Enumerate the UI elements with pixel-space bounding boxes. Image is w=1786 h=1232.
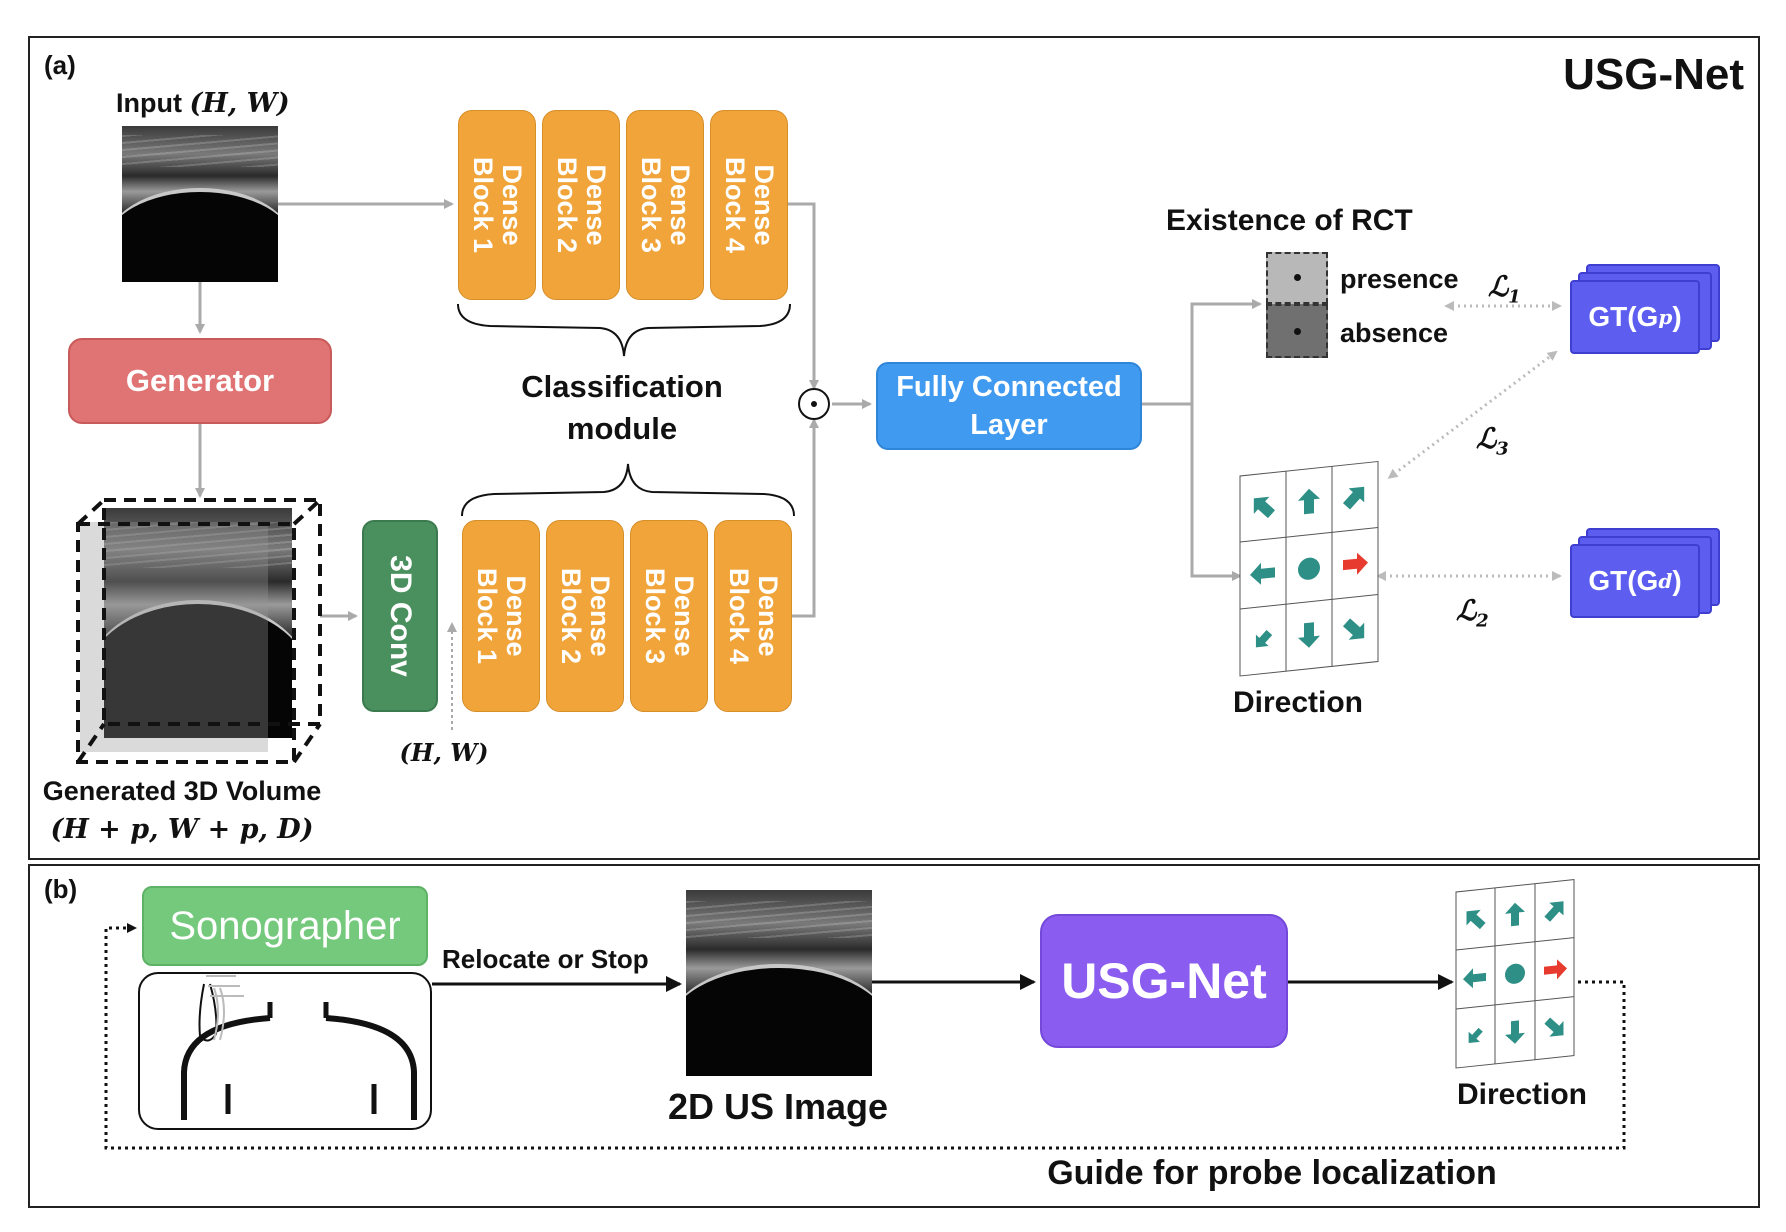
dense-block-3-top: Dense Block 3 xyxy=(626,110,704,300)
dense-block-2-bottom: Dense Block 2 xyxy=(546,520,624,712)
down-right-arrow-icon xyxy=(1342,618,1365,640)
up-right-arrow-icon xyxy=(1342,486,1365,510)
direction-label-b: Direction xyxy=(1456,1078,1588,1111)
up-arrow-icon xyxy=(1298,488,1320,515)
us-image-2d xyxy=(686,890,872,1076)
dense-block-1-bottom: Dense Block 1 xyxy=(462,520,540,712)
volume-label: Generated 3D Volume xyxy=(42,776,322,806)
dense-block-1-top: Dense Block 1 xyxy=(458,110,536,300)
right-arrow-icon xyxy=(1343,552,1368,575)
flow-arrows xyxy=(195,199,1262,621)
dense-block-3-bottom: Dense Block 3 xyxy=(630,520,708,712)
dense-block-4-top: Dense Block 4 xyxy=(710,110,788,300)
volume-dims: (H + p, W + p, D) xyxy=(50,814,314,845)
absence-label: absence xyxy=(1340,318,1449,348)
direction-label-a: Direction xyxy=(1232,686,1364,719)
panel-b-label: (b) xyxy=(44,874,78,904)
probe-icon xyxy=(198,983,218,1042)
presence-label: presence xyxy=(1340,264,1459,294)
direction-grid-b xyxy=(1455,879,1575,1069)
down-left-arrow-icon xyxy=(1255,630,1273,648)
down-arrow-icon xyxy=(1298,622,1320,648)
conv-dims: (H, W) xyxy=(399,738,489,767)
left-arrow-icon xyxy=(1250,562,1275,585)
input-us-image xyxy=(122,126,278,282)
top-dense-to-fusion-arrow xyxy=(788,202,819,390)
bottom-dense-to-fusion-arrow xyxy=(792,418,819,618)
panel-b xyxy=(28,864,1760,1208)
usgnet-box-b: USG-Net xyxy=(1040,914,1288,1048)
fully-connected-layer-box: Fully Connected Layer xyxy=(876,362,1142,450)
classification-module-label: Classification module xyxy=(521,369,723,446)
fc-to-existence-arrow xyxy=(1142,299,1262,406)
existence-title: Existence of RCT xyxy=(1166,204,1413,237)
loss3-line xyxy=(1387,350,1558,479)
presence-dot-icon xyxy=(1294,274,1301,281)
volume-front-shade xyxy=(80,522,268,752)
top-brace xyxy=(457,303,791,357)
conv3d-box: 3D Conv xyxy=(362,520,438,712)
up-left-arrow-icon xyxy=(1253,496,1276,519)
dot-icon xyxy=(1298,557,1320,580)
generated-3d-volume-image xyxy=(104,508,292,738)
generator-box: Generator xyxy=(68,338,332,424)
volume-cube xyxy=(76,498,322,764)
probe-scene xyxy=(138,972,432,1130)
panel-a xyxy=(28,36,1760,860)
panel-a-title: USG-Net xyxy=(1563,50,1744,99)
guide-label: Guide for probe localization xyxy=(1047,1154,1497,1192)
relocate-label: Relocate or Stop xyxy=(442,944,649,974)
loss-connections xyxy=(1376,301,1562,581)
absence-dot-icon xyxy=(1294,328,1301,335)
fc-to-direction-arrow xyxy=(1190,404,1242,581)
bottom-brace xyxy=(461,463,795,517)
input-label: Input (H, W) xyxy=(116,88,290,119)
dense-block-4-bottom: Dense Block 4 xyxy=(714,520,792,712)
us-image-label: 2D US Image xyxy=(667,1086,889,1127)
direction-grid-a xyxy=(1239,460,1379,677)
shoulder-probe-drawing xyxy=(181,975,417,1120)
loss-2: ℒ2 xyxy=(1456,594,1489,632)
feedback-loop xyxy=(104,923,1626,1150)
dense-block-2-top: Dense Block 2 xyxy=(542,110,620,300)
panel-a-label: (a) xyxy=(44,50,76,80)
sonographer-box: Sonographer xyxy=(142,886,428,966)
